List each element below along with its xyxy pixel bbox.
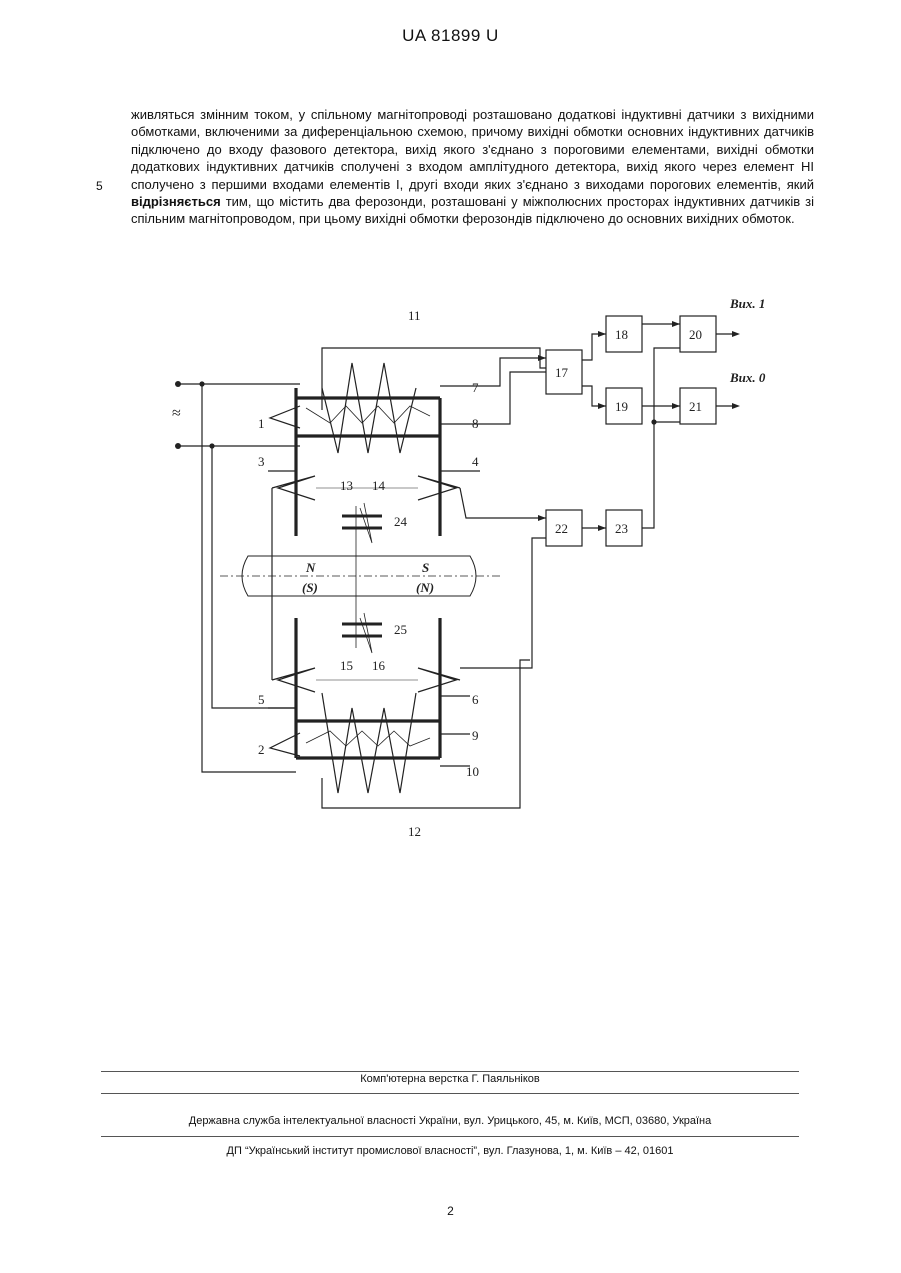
probe-24-winding bbox=[360, 503, 372, 543]
label-7: 7 bbox=[472, 380, 479, 395]
coil-13 bbox=[272, 476, 315, 500]
label-11: 11 bbox=[408, 308, 421, 323]
label-13: 13 bbox=[340, 478, 353, 493]
claim-text-end: тим, що містить два ферозонди, розташова… bbox=[131, 194, 814, 226]
document-id-header: UA 81899 U bbox=[0, 26, 901, 46]
pole-n: N bbox=[305, 560, 316, 575]
arrow-20-out bbox=[732, 331, 740, 337]
pole-s: S bbox=[422, 560, 429, 575]
label-18: 18 bbox=[615, 327, 628, 342]
label-8: 8 bbox=[472, 416, 479, 431]
label-out1: Вих. 1 bbox=[729, 296, 765, 311]
label-out0: Вих. 0 bbox=[729, 370, 766, 385]
coil-12-winding bbox=[322, 693, 416, 793]
arrow-to-20 bbox=[672, 321, 680, 327]
label-23: 23 bbox=[615, 521, 628, 536]
footer-agency: Державна служба інтелектуальної власност… bbox=[101, 1115, 799, 1127]
label-19: 19 bbox=[615, 399, 628, 414]
label-15: 15 bbox=[340, 658, 353, 673]
pole-n-paren: (N) bbox=[416, 580, 434, 595]
coil-15 bbox=[272, 668, 315, 692]
junction-c bbox=[651, 419, 656, 424]
label-25: 25 bbox=[394, 622, 407, 637]
footer-rule-middle bbox=[101, 1093, 799, 1094]
wire-14-to-22 bbox=[460, 488, 546, 518]
ac-symbol: ≈ bbox=[172, 405, 181, 422]
footer-institute: ДП “Український інститут промислової вла… bbox=[101, 1145, 799, 1157]
coil-11-winding bbox=[322, 363, 416, 453]
label-9: 9 bbox=[472, 728, 479, 743]
probe-25-winding bbox=[360, 613, 372, 653]
label-3: 3 bbox=[258, 454, 265, 469]
label-5: 5 bbox=[258, 692, 265, 707]
label-14: 14 bbox=[372, 478, 386, 493]
claim-bold-word: відрізняється bbox=[131, 194, 221, 209]
arrow-21-out bbox=[732, 403, 740, 409]
claim-text-start: живляться змінним током, у спільному маг… bbox=[131, 107, 814, 192]
arrow-to-22 bbox=[538, 515, 546, 521]
wire-23-up bbox=[642, 348, 680, 528]
label-17: 17 bbox=[555, 365, 569, 380]
label-12: 12 bbox=[408, 824, 421, 839]
label-1: 1 bbox=[258, 416, 265, 431]
coil-9-10-winding bbox=[306, 731, 430, 746]
wire-11-loop bbox=[322, 348, 546, 410]
label-20: 20 bbox=[689, 327, 702, 342]
label-6: 6 bbox=[472, 692, 479, 707]
wire-8-to-17 bbox=[470, 372, 546, 424]
arrow-to-23 bbox=[598, 525, 606, 531]
label-2: 2 bbox=[258, 742, 265, 757]
arrow-to-17 bbox=[538, 355, 546, 361]
pole-s-paren: (S) bbox=[302, 580, 318, 595]
footer-rule-bottom bbox=[101, 1136, 799, 1137]
page-number: 2 bbox=[0, 1204, 901, 1218]
wire-17-19 bbox=[582, 386, 606, 406]
label-10: 10 bbox=[466, 764, 479, 779]
wire-17-18 bbox=[582, 334, 606, 360]
junction-b bbox=[209, 443, 214, 448]
line-number: 5 bbox=[96, 179, 103, 193]
label-22: 22 bbox=[555, 521, 568, 536]
terminal-bottom bbox=[175, 443, 181, 449]
arrow-to-18 bbox=[598, 331, 606, 337]
junction-a bbox=[199, 381, 204, 386]
wire-12-loop bbox=[322, 660, 530, 808]
circuit-figure: 11 12 1 2 3 4 5 6 7 8 9 10 13 14 15 16 2… bbox=[160, 288, 800, 848]
footer-rule-top bbox=[101, 1071, 799, 1072]
label-16: 16 bbox=[372, 658, 386, 673]
label-24: 24 bbox=[394, 514, 408, 529]
footer-credit: Комп'ютерна верстка Г. Паяльніков bbox=[101, 1073, 799, 1085]
arrow-to-21 bbox=[672, 403, 680, 409]
claim-paragraph: живляться змінним током, у спільному маг… bbox=[131, 106, 814, 228]
arrow-to-19 bbox=[598, 403, 606, 409]
wire-16-to-22 bbox=[460, 538, 546, 668]
wire-ac-top-down bbox=[202, 384, 296, 772]
label-21: 21 bbox=[689, 399, 702, 414]
terminal-top bbox=[175, 381, 181, 387]
label-4: 4 bbox=[472, 454, 479, 469]
